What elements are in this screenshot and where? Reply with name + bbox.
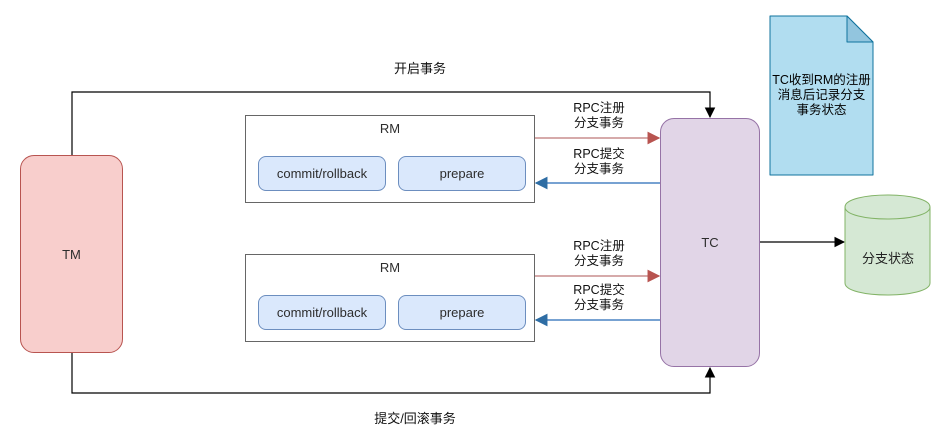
rpc-register-label-bottom: RPC注册 分支事务 [556,239,642,269]
rm-bottom-label: RM [379,260,401,275]
rpc-register-label-bottom-line2: 分支事务 [573,254,624,268]
prepare-box-bottom: prepare [398,295,526,330]
rpc-commit-label-bottom-line1: RPC提交 [573,283,625,297]
rpc-register-label-top: RPC注册 分支事务 [556,101,642,131]
note-text: TC收到RM的注册消息后记录分支事务状态 [772,73,871,117]
open-transaction-label: 开启事务 [393,61,446,76]
commit-rollback-box-top: commit/rollback [258,156,386,191]
branch-db-label: 分支状态 [861,251,914,266]
tm-label: TM [62,246,81,262]
tm-node: TM [20,155,123,353]
rpc-commit-label-top-line2: 分支事务 [573,162,624,176]
rpc-commit-label-bottom-line2: 分支事务 [573,298,624,312]
commit-rollback-transaction-arrow [71,353,716,394]
database-cylinder-rim [844,206,931,220]
tc-label: TC [701,235,719,250]
rpc-register-label-top-line2: 分支事务 [573,116,624,130]
rm-node-top: RM commit/rollback prepare [245,115,535,203]
commit-rollback-transaction-label: 提交/回滚事务 [374,411,456,426]
rpc-register-label-bottom-line1: RPC注册 [573,239,625,253]
prepare-box-top: prepare [398,156,526,191]
rm-node-bottom: RM commit/rollback prepare [245,254,535,342]
note-fold-corner [846,15,874,43]
rpc-commit-label-bottom: RPC提交 分支事务 [556,283,642,313]
prepare-label-bottom: prepare [439,305,485,320]
commit-rollback-box-bottom: commit/rollback [258,295,386,330]
tc-node: TC [660,118,760,367]
commit-rollback-label-bottom: commit/rollback [276,305,368,320]
rpc-commit-label-top: RPC提交 分支事务 [556,147,642,177]
commit-rollback-label-top: commit/rollback [276,166,368,181]
note-shape [769,15,874,176]
rm-top-label: RM [379,121,401,136]
database-cylinder-body [844,194,931,296]
prepare-label-top: prepare [439,166,485,181]
rpc-commit-label-top-line1: RPC提交 [573,147,625,161]
rpc-register-label-top-line1: RPC注册 [573,101,625,115]
open-transaction-arrow [71,91,716,155]
